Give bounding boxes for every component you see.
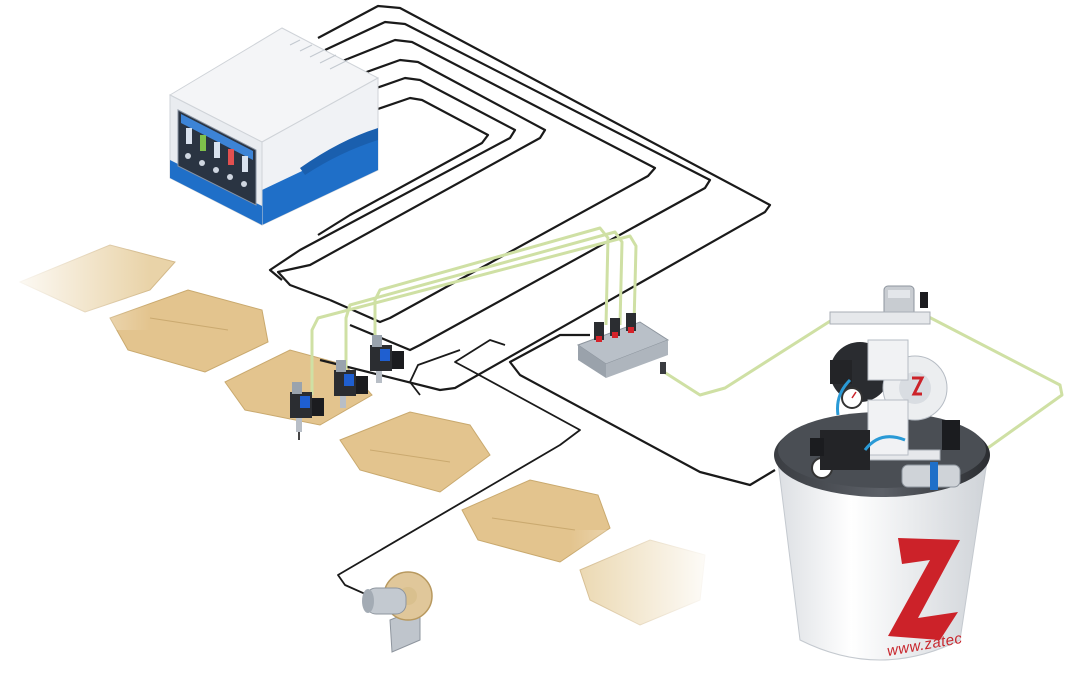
air-line xyxy=(310,234,638,395)
glue-guns xyxy=(290,335,404,440)
glue-hoses xyxy=(268,4,776,606)
fade-right xyxy=(570,530,720,640)
diaphragm-pump-icon xyxy=(810,285,961,490)
glue-hose xyxy=(329,38,657,324)
air-line xyxy=(663,316,851,397)
carton-blanks xyxy=(0,230,720,640)
gun-cable xyxy=(409,349,461,396)
glue-hose xyxy=(268,76,517,281)
glue-hose xyxy=(317,4,772,392)
glue-gun-icon xyxy=(290,382,324,440)
fade-left xyxy=(0,230,150,330)
sensor-cable xyxy=(337,339,581,606)
glue-gun-icon xyxy=(370,335,404,383)
glue-hose xyxy=(317,96,490,236)
glue-gun-icon xyxy=(334,360,368,408)
photo-sensor-icon xyxy=(362,571,433,653)
air-line xyxy=(344,230,624,372)
brand-logo-z xyxy=(888,538,960,640)
screen-buttons xyxy=(185,153,247,187)
glue-hose-return xyxy=(508,333,776,487)
air-line xyxy=(373,226,610,345)
screen-gauges xyxy=(186,128,248,172)
controller-unit-icon xyxy=(168,27,380,226)
glue-hose xyxy=(324,20,712,352)
carton-blank xyxy=(339,411,491,493)
glue-hose xyxy=(276,58,547,302)
solenoid-manifold-icon xyxy=(576,313,670,378)
